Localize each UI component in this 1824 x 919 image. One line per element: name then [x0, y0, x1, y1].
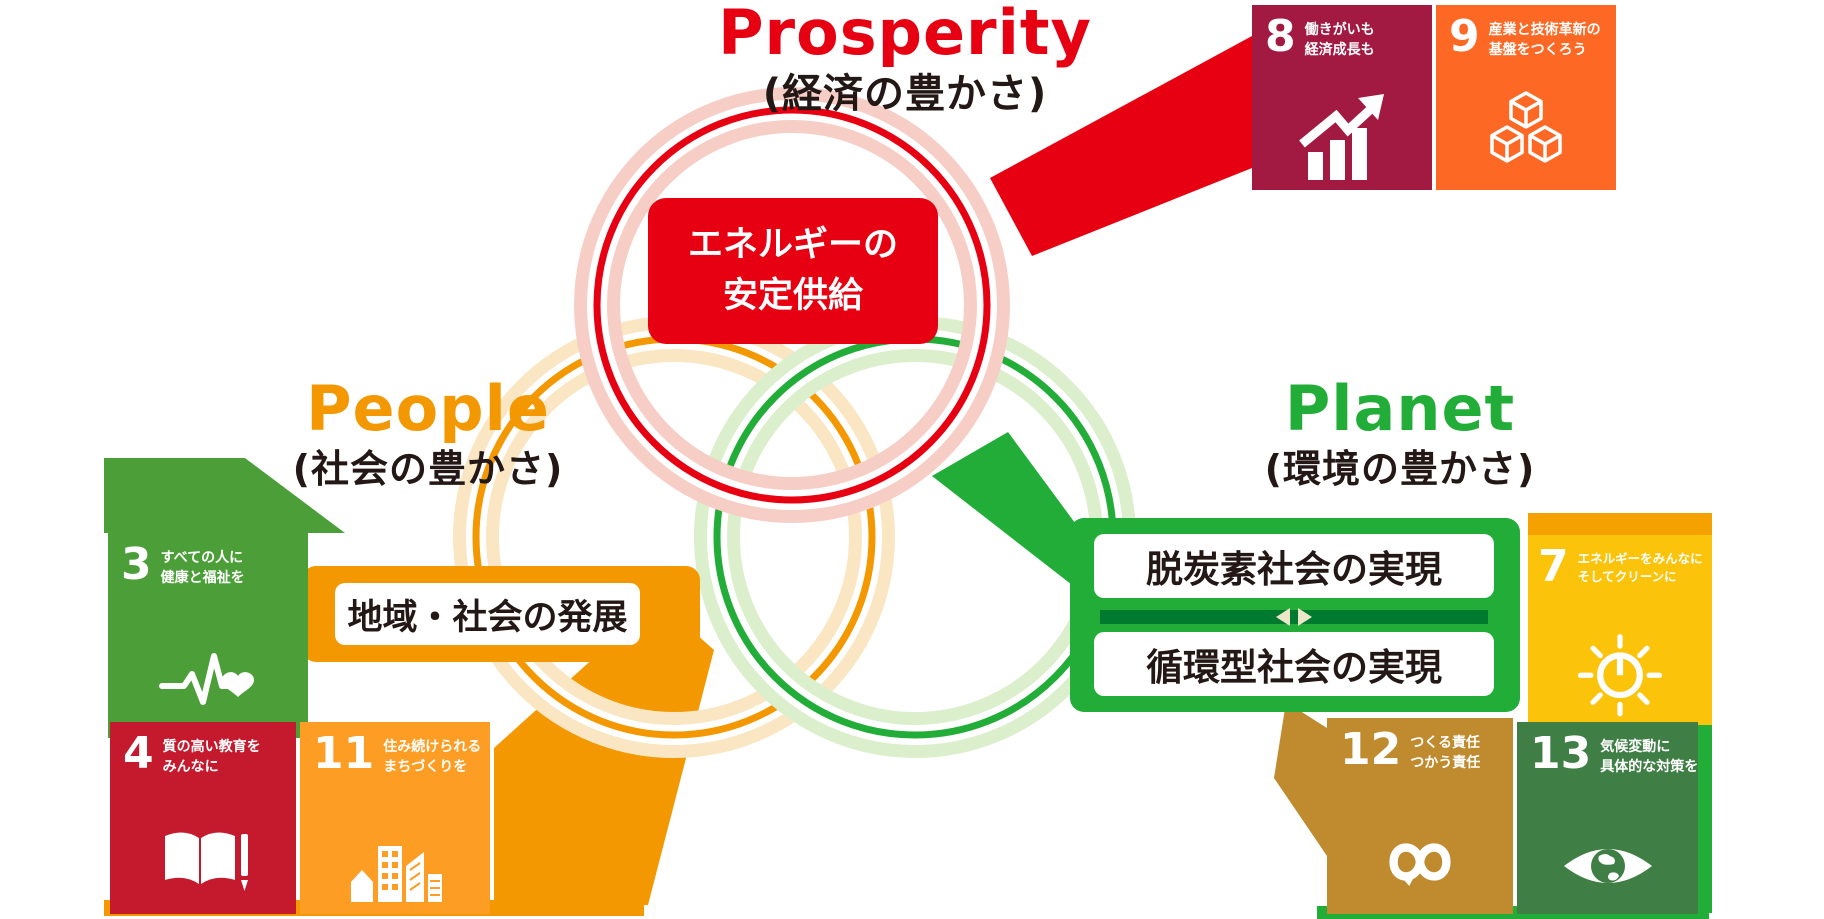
- ochre-wedge-tile12: [1274, 702, 1327, 856]
- sdg7-number: 7: [1538, 541, 1569, 592]
- open-book-icon: [165, 832, 248, 891]
- sdg-tile-13: 13 気候変動に 具体的な対策を: [1517, 722, 1698, 914]
- red-ribbon: [990, 36, 1252, 256]
- cubes-icon: [1490, 91, 1562, 163]
- sdg8-title-line2: 経済成長も: [1304, 42, 1375, 59]
- ekg-heart-icon: [159, 653, 254, 705]
- sdg4-number: 4: [123, 728, 154, 779]
- sdg3-title-line1: すべての人に: [160, 550, 244, 566]
- prosperity-circle: [574, 87, 1010, 523]
- sdg-tile-7: 7 エネルギーをみんなに そしてクリーンに: [1528, 535, 1712, 725]
- divider-left-arrow-icon: [1276, 608, 1290, 626]
- sdg-tile-8: 8 働きがいも 経済成長も: [1252, 5, 1432, 190]
- sdg4-title-line2: みんなに: [162, 759, 219, 776]
- orange-band-tile7: [1528, 513, 1712, 535]
- sun-power-icon: [1577, 634, 1663, 717]
- sdg8-title-line1: 働きがいも: [1304, 22, 1375, 38]
- sdg13-title-line1: 気候変動に: [1600, 739, 1671, 755]
- sdg4-title-line1: 質の高い教育を: [162, 739, 261, 755]
- planet-theme-label-2: 循環型社会の実現: [1094, 632, 1494, 696]
- sdg12-number: 12: [1340, 724, 1402, 775]
- eye-globe-icon: [1563, 849, 1652, 883]
- sdg9-title-line1: 産業と技術革新の: [1488, 22, 1601, 38]
- sdg9-title-line2: 基盤をつくろう: [1488, 42, 1587, 59]
- orange-ribbon: [494, 600, 714, 905]
- center-vision-line2: 安定供給: [722, 276, 863, 316]
- sdg3-number: 3: [121, 539, 152, 590]
- sdg12-title-line2: つかう責任: [1410, 755, 1481, 772]
- sdg-tile-4: 4 質の高い教育を みんなに: [110, 722, 296, 914]
- sdg-tile-11: 11 住み続けられる まちづくりを: [300, 722, 490, 914]
- center-vision-box: エネルギーの 安定供給: [648, 198, 938, 344]
- sdg-tile-12: 12 つくる責任 つかう責任: [1327, 718, 1513, 914]
- sdg13-number: 13: [1530, 728, 1592, 779]
- sdg8-number: 8: [1265, 11, 1296, 62]
- sdg9-number: 9: [1449, 11, 1480, 62]
- sdg-tile-3: 3 すべての人に 健康と福祉を: [108, 533, 308, 738]
- sdg11-title-line2: まちづくりを: [383, 759, 468, 776]
- green-strip-right: [1698, 718, 1712, 913]
- green-wedge-tile3: [104, 458, 345, 533]
- people-theme-banner: 地域・社会の発展: [260, 566, 700, 662]
- sdg11-number: 11: [313, 728, 375, 779]
- sdg11-title-line1: 住み続けられる: [383, 739, 482, 755]
- city-icon: [351, 846, 442, 902]
- sdg13-title-line2: 具体的な対策を: [1600, 759, 1698, 776]
- people-theme-label: 地域・社会の発展: [335, 583, 640, 645]
- divider-right-arrow-icon: [1298, 608, 1312, 626]
- planet-theme-label-1: 脱炭素社会の実現: [1094, 534, 1494, 598]
- planet-theme-banner: 脱炭素社会の実現 循環型社会の実現: [1070, 518, 1520, 712]
- sdg12-title-line1: つくる責任: [1410, 735, 1480, 751]
- sdg7-title-line2: そしてクリーンに: [1577, 569, 1677, 585]
- green-ribbon: [932, 432, 1092, 588]
- infinity-icon: [1389, 843, 1451, 886]
- sdg7-title-line1: エネルギーをみんなに: [1577, 551, 1703, 566]
- sdg-tile-9: 9 産業と技術革新の 基盤をつくろう: [1436, 5, 1616, 190]
- center-vision-line1: エネルギーの: [687, 225, 898, 266]
- banner-divider: [1100, 608, 1488, 626]
- sdg3-title-line2: 健康と福祉を: [160, 570, 245, 587]
- growth-chart-icon: [1299, 94, 1384, 180]
